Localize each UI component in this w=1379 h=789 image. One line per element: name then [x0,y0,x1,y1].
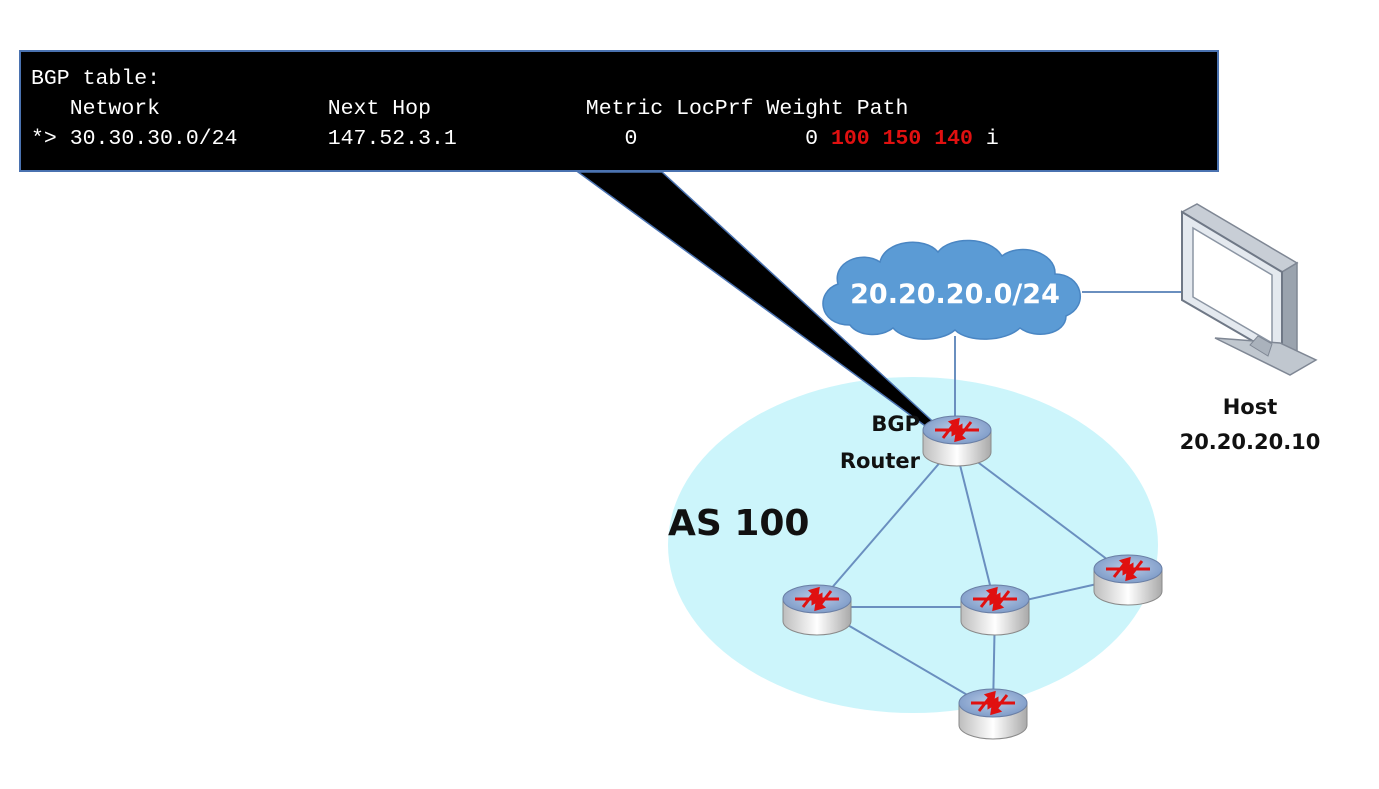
cloud-label: 20.20.20.0/24 [850,279,1060,310]
router-icon [781,583,853,637]
monitor-icon [1180,203,1318,376]
bgp-table-row: *> 30.30.30.0/24 147.52.3.1 0 0 100 150 … [31,124,999,154]
router-icon [959,583,1031,637]
bgp-row-prefix: *> 30.30.30.0/24 147.52.3.1 0 0 [31,127,831,151]
router-icon [957,687,1029,741]
path-origin: i [985,127,999,151]
host-ip: 20.20.20.10 [1179,430,1321,454]
as-path-1: 100 [830,127,870,151]
bgp-table-box: BGP table: Network Next Hop Metric LocPr… [19,50,1219,172]
bgp-table-title: BGP table: [31,67,161,91]
router-label-line1: BGP [871,412,920,436]
as-label: AS 100 [668,503,810,544]
as-path-3: 140 [934,127,973,151]
router-icon [1092,553,1164,607]
bgp-table-header: Network Next Hop Metric LocPrf Weight Pa… [31,97,909,121]
router-label-line2: Router [839,449,920,473]
cloud-icon [822,239,1082,340]
as-path-2: 150 [882,127,922,151]
host-label: Host [1222,395,1278,419]
router-icon [921,414,993,468]
